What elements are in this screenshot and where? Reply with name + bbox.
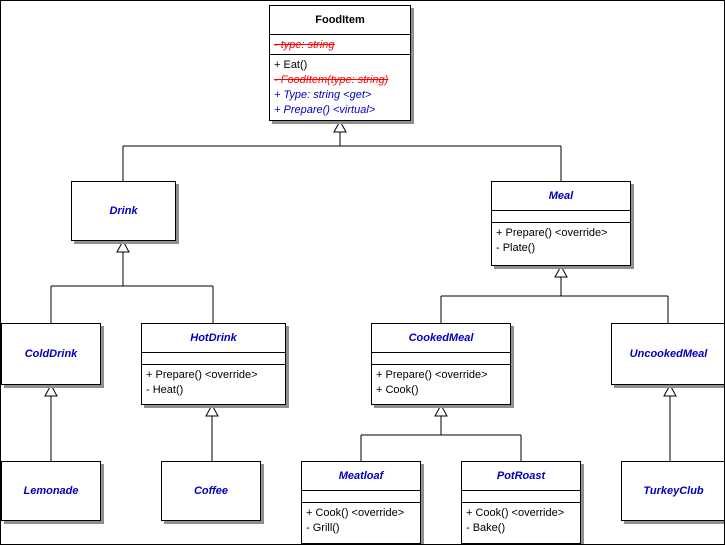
method-plate: - Plate() [496, 242, 536, 254]
class-cookedmeal-title: CookedMeal [408, 332, 474, 344]
class-lemonade[interactable]: Lemonade [1, 461, 101, 521]
method-cook-override: + Cook() <override> [306, 507, 405, 519]
class-hotdrink-attributes [142, 352, 285, 364]
connector-drink-children [50, 239, 214, 323]
connector-cookedmeal-children [360, 403, 522, 461]
class-hotdrink-title: HotDrink [190, 332, 237, 344]
connector-meal-children [440, 264, 669, 323]
class-meal-methods: + Prepare() <override> - Plate() [492, 222, 630, 265]
property-type-get: + Type: string <get> [274, 89, 372, 101]
class-coffee-title: Coffee [193, 485, 229, 497]
class-cookedmeal[interactable]: CookedMeal + Prepare() <override> + Cook… [371, 323, 511, 405]
class-colddrink[interactable]: ColdDrink [1, 323, 101, 385]
inheritance-arrow-icon [554, 264, 568, 278]
class-meal[interactable]: Meal + Prepare() <override> - Plate() [491, 181, 631, 266]
class-drink-title: Drink [109, 205, 138, 217]
method-prepare-override: + Prepare() <override> [146, 369, 258, 381]
class-hotdrink-methods: + Prepare() <override> - Heat() [142, 364, 285, 404]
class-uncookedmeal[interactable]: UncookedMeal [611, 323, 724, 385]
method-prepare-override: + Prepare() <override> [496, 227, 608, 239]
class-meatloaf[interactable]: Meatloaf + Cook() <override> - Grill() [301, 461, 421, 544]
class-cookedmeal-methods: + Prepare() <override> + Cook() [372, 364, 510, 404]
method-fooditem-constructor: - FoodItem(type: string) [274, 74, 389, 86]
method-cook-override: + Cook() <override> [466, 507, 565, 519]
attribute-type: - type: string [274, 39, 335, 51]
class-fooditem-title: FoodItem [315, 14, 365, 26]
class-potroast-title: PotRoast [496, 470, 546, 482]
connector-uncookedmeal-turkeyclub [663, 383, 677, 461]
class-potroast[interactable]: PotRoast + Cook() <override> - Bake() [461, 461, 581, 544]
class-meal-attributes [492, 210, 630, 222]
class-coffee[interactable]: Coffee [161, 461, 261, 521]
class-lemonade-title: Lemonade [23, 485, 79, 497]
inheritance-arrow-icon [333, 119, 347, 133]
method-cook: + Cook() [376, 384, 419, 396]
class-fooditem-attributes: - type: string [270, 34, 410, 54]
class-potroast-attributes [462, 490, 580, 502]
inheritance-arrow-icon [116, 239, 130, 253]
class-meatloaf-methods: + Cook() <override> - Grill() [302, 502, 420, 543]
inheritance-arrow-icon [205, 403, 219, 417]
class-meatloaf-title: Meatloaf [338, 470, 384, 482]
method-grill: - Grill() [306, 522, 340, 534]
connector-fooditem-children [122, 119, 562, 182]
method-eat: + Eat() [274, 59, 308, 71]
class-hotdrink[interactable]: HotDrink + Prepare() <override> - Heat() [141, 323, 286, 405]
method-prepare-virtual: + Prepare() <virtual> [274, 104, 376, 116]
class-drink[interactable]: Drink [71, 181, 176, 241]
class-potroast-methods: + Cook() <override> - Bake() [462, 502, 580, 543]
class-turkeyclub[interactable]: TurkeyClub [621, 461, 724, 521]
inheritance-arrow-icon [663, 383, 677, 397]
class-uncookedmeal-title: UncookedMeal [629, 348, 708, 360]
class-cookedmeal-attributes [372, 352, 510, 364]
class-meatloaf-attributes [302, 490, 420, 502]
method-prepare-override: + Prepare() <override> [376, 369, 488, 381]
class-colddrink-title: ColdDrink [24, 348, 78, 360]
method-bake: - Bake() [466, 522, 506, 534]
method-heat: - Heat() [146, 384, 184, 396]
class-fooditem[interactable]: FoodItem - type: string + Eat() - FoodIt… [269, 5, 411, 121]
class-meal-title: Meal [548, 190, 574, 202]
class-turkeyclub-title: TurkeyClub [643, 485, 704, 497]
inheritance-arrow-icon [44, 383, 58, 397]
connector-hotdrink-coffee [205, 403, 219, 461]
class-fooditem-methods: + Eat() - FoodItem(type: string) + Type:… [270, 54, 410, 120]
connector-colddrink-lemonade [44, 383, 58, 461]
inheritance-arrow-icon [434, 403, 448, 417]
